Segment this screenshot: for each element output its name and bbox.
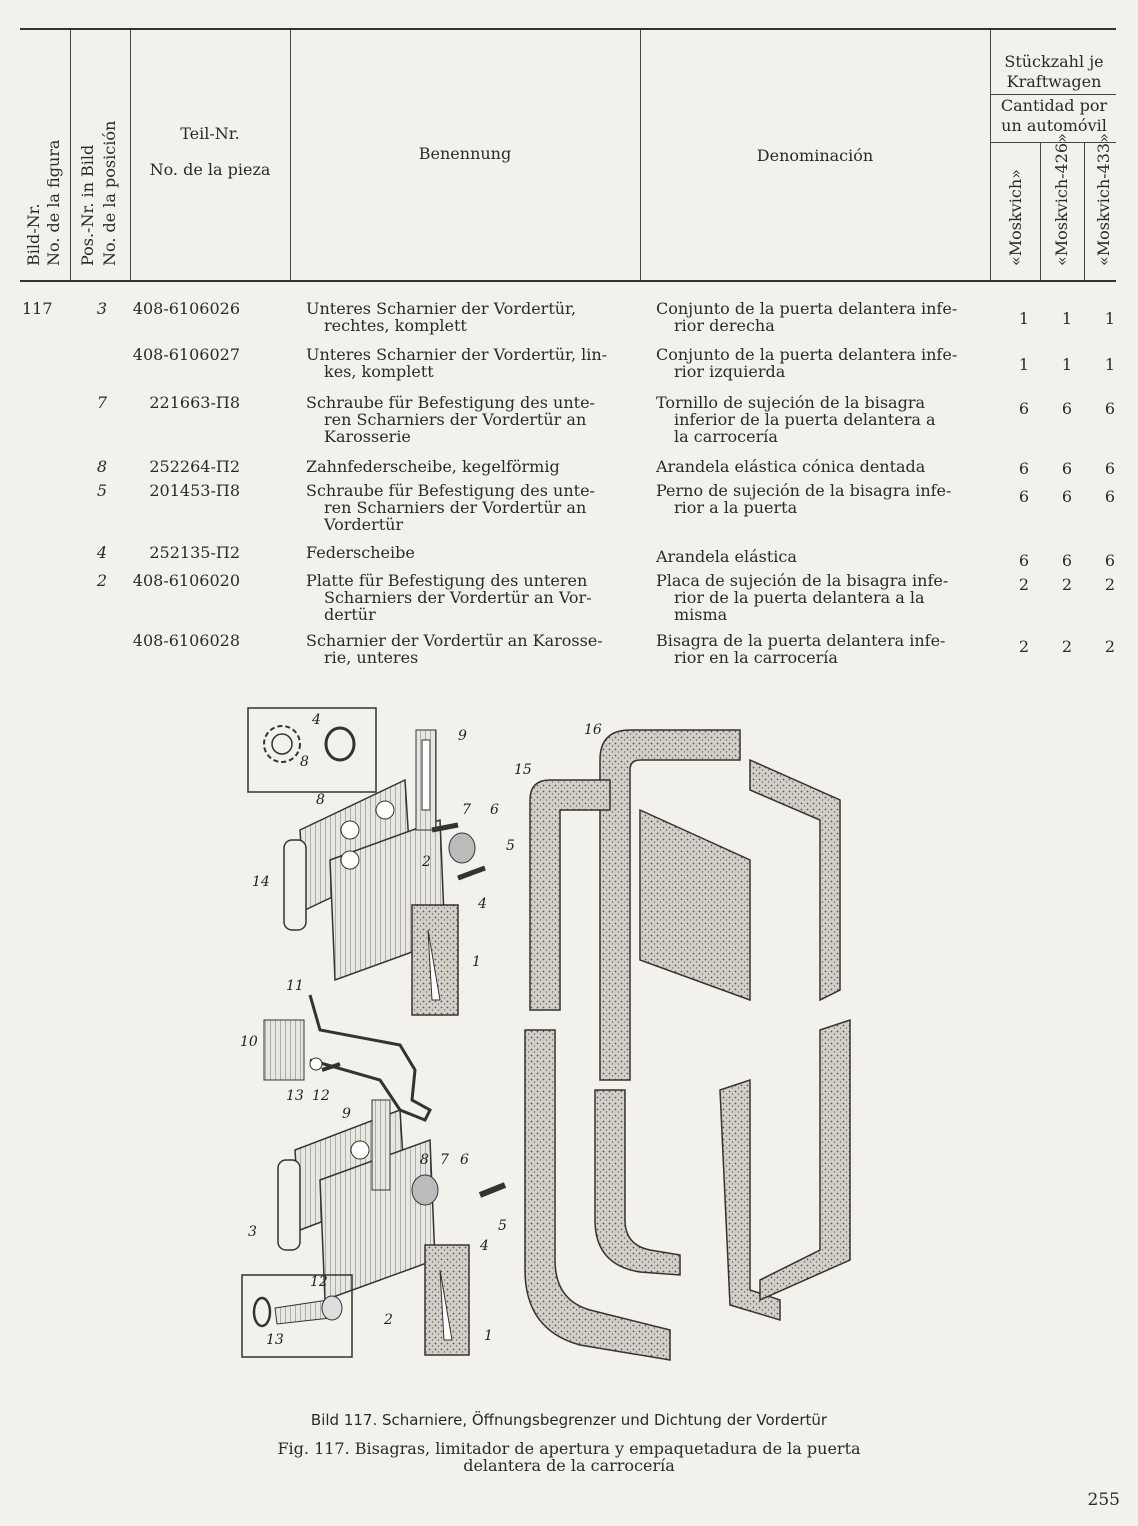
callout-label: 8: [300, 754, 309, 770]
upper-hinge: [283, 729, 486, 1016]
callout-label: 9: [342, 1106, 351, 1122]
callout-label: 8: [420, 1152, 429, 1168]
callout-label: 7: [462, 802, 471, 818]
callout-label: 4: [311, 712, 321, 728]
callout-label: 5: [506, 838, 515, 854]
callout-label: 11: [286, 978, 304, 994]
callout-label: 16: [584, 722, 602, 738]
callout-label: 12: [312, 1088, 330, 1104]
callout-label: 10: [240, 1034, 258, 1050]
callout-label: 2: [383, 1312, 393, 1328]
door-check-rod: [263, 994, 432, 1122]
callout-label: 8: [316, 792, 325, 808]
caption-german: Bild 117. Scharniere, Öffnungsbegrenzer …: [310, 1411, 828, 1429]
callout-label: 14: [252, 874, 270, 890]
callout-label: 7: [440, 1152, 449, 1168]
caption-spanish-line2: delantera de la carrocería: [463, 1456, 675, 1475]
header-teil-nr: Teil-Nr.: [180, 124, 240, 143]
callout-label: 4: [479, 1238, 489, 1254]
callout-label: 1: [484, 1328, 493, 1344]
door-seals: [524, 729, 851, 1361]
caption-spanish: Fig. 117. Bisagras, limitador de apertur…: [277, 1439, 861, 1458]
header-no-posicion: No. de la posición: [100, 120, 119, 266]
callout-label: 6: [460, 1152, 469, 1168]
header-benennung: Benennung: [418, 144, 512, 163]
callout-label: 13: [266, 1332, 284, 1348]
header-pos-nr: Pos.-Nr. in Bild: [78, 144, 97, 266]
callout-label: 4: [477, 896, 487, 912]
callout-label: 6: [490, 802, 499, 818]
exploded-view-illustration: 4 8 9 8 7 6 5 2 14 4 1 16 15 11 10 13 12…: [240, 707, 851, 1361]
callout-label: 13: [286, 1088, 304, 1104]
header-moskvich: «Moskvich»: [1006, 169, 1025, 266]
callout-label: 3: [248, 1224, 257, 1240]
washer-inset-top: [247, 707, 377, 793]
callout-label: 5: [498, 1218, 507, 1234]
screw-inset-bottom: [241, 1274, 353, 1358]
header-cantidad: Cantidad por un automóvil: [1000, 96, 1108, 135]
callout-label: 9: [458, 728, 467, 744]
header-stueckzahl: Stückzahl je Kraftwagen: [1004, 52, 1104, 91]
callout-labels: 4 8 9 8 7 6 5 2 14 4 1 16 15 11 10 13 12…: [240, 712, 602, 1348]
header-bild-nr: Bild-Nr.: [24, 203, 43, 266]
callout-label: 2: [421, 854, 431, 870]
header-no-pieza: No. de la pieza: [149, 160, 271, 179]
page-number: 255: [1087, 1490, 1120, 1510]
header-moskvich-426: «Moskvich-426»: [1052, 133, 1071, 266]
callout-label: 15: [514, 762, 532, 778]
callout-label: 12: [310, 1274, 328, 1290]
header-moskvich-433: «Moskvich-433»: [1094, 133, 1113, 266]
table-header: Bild-Nr. No. de la figura Pos.-Nr. in Bi…: [20, 28, 1116, 282]
header-no-figura: No. de la figura: [44, 139, 63, 266]
header-denominacion: Denominación: [756, 146, 874, 165]
lower-hinge: [277, 1099, 507, 1356]
callout-label: 1: [472, 954, 481, 970]
